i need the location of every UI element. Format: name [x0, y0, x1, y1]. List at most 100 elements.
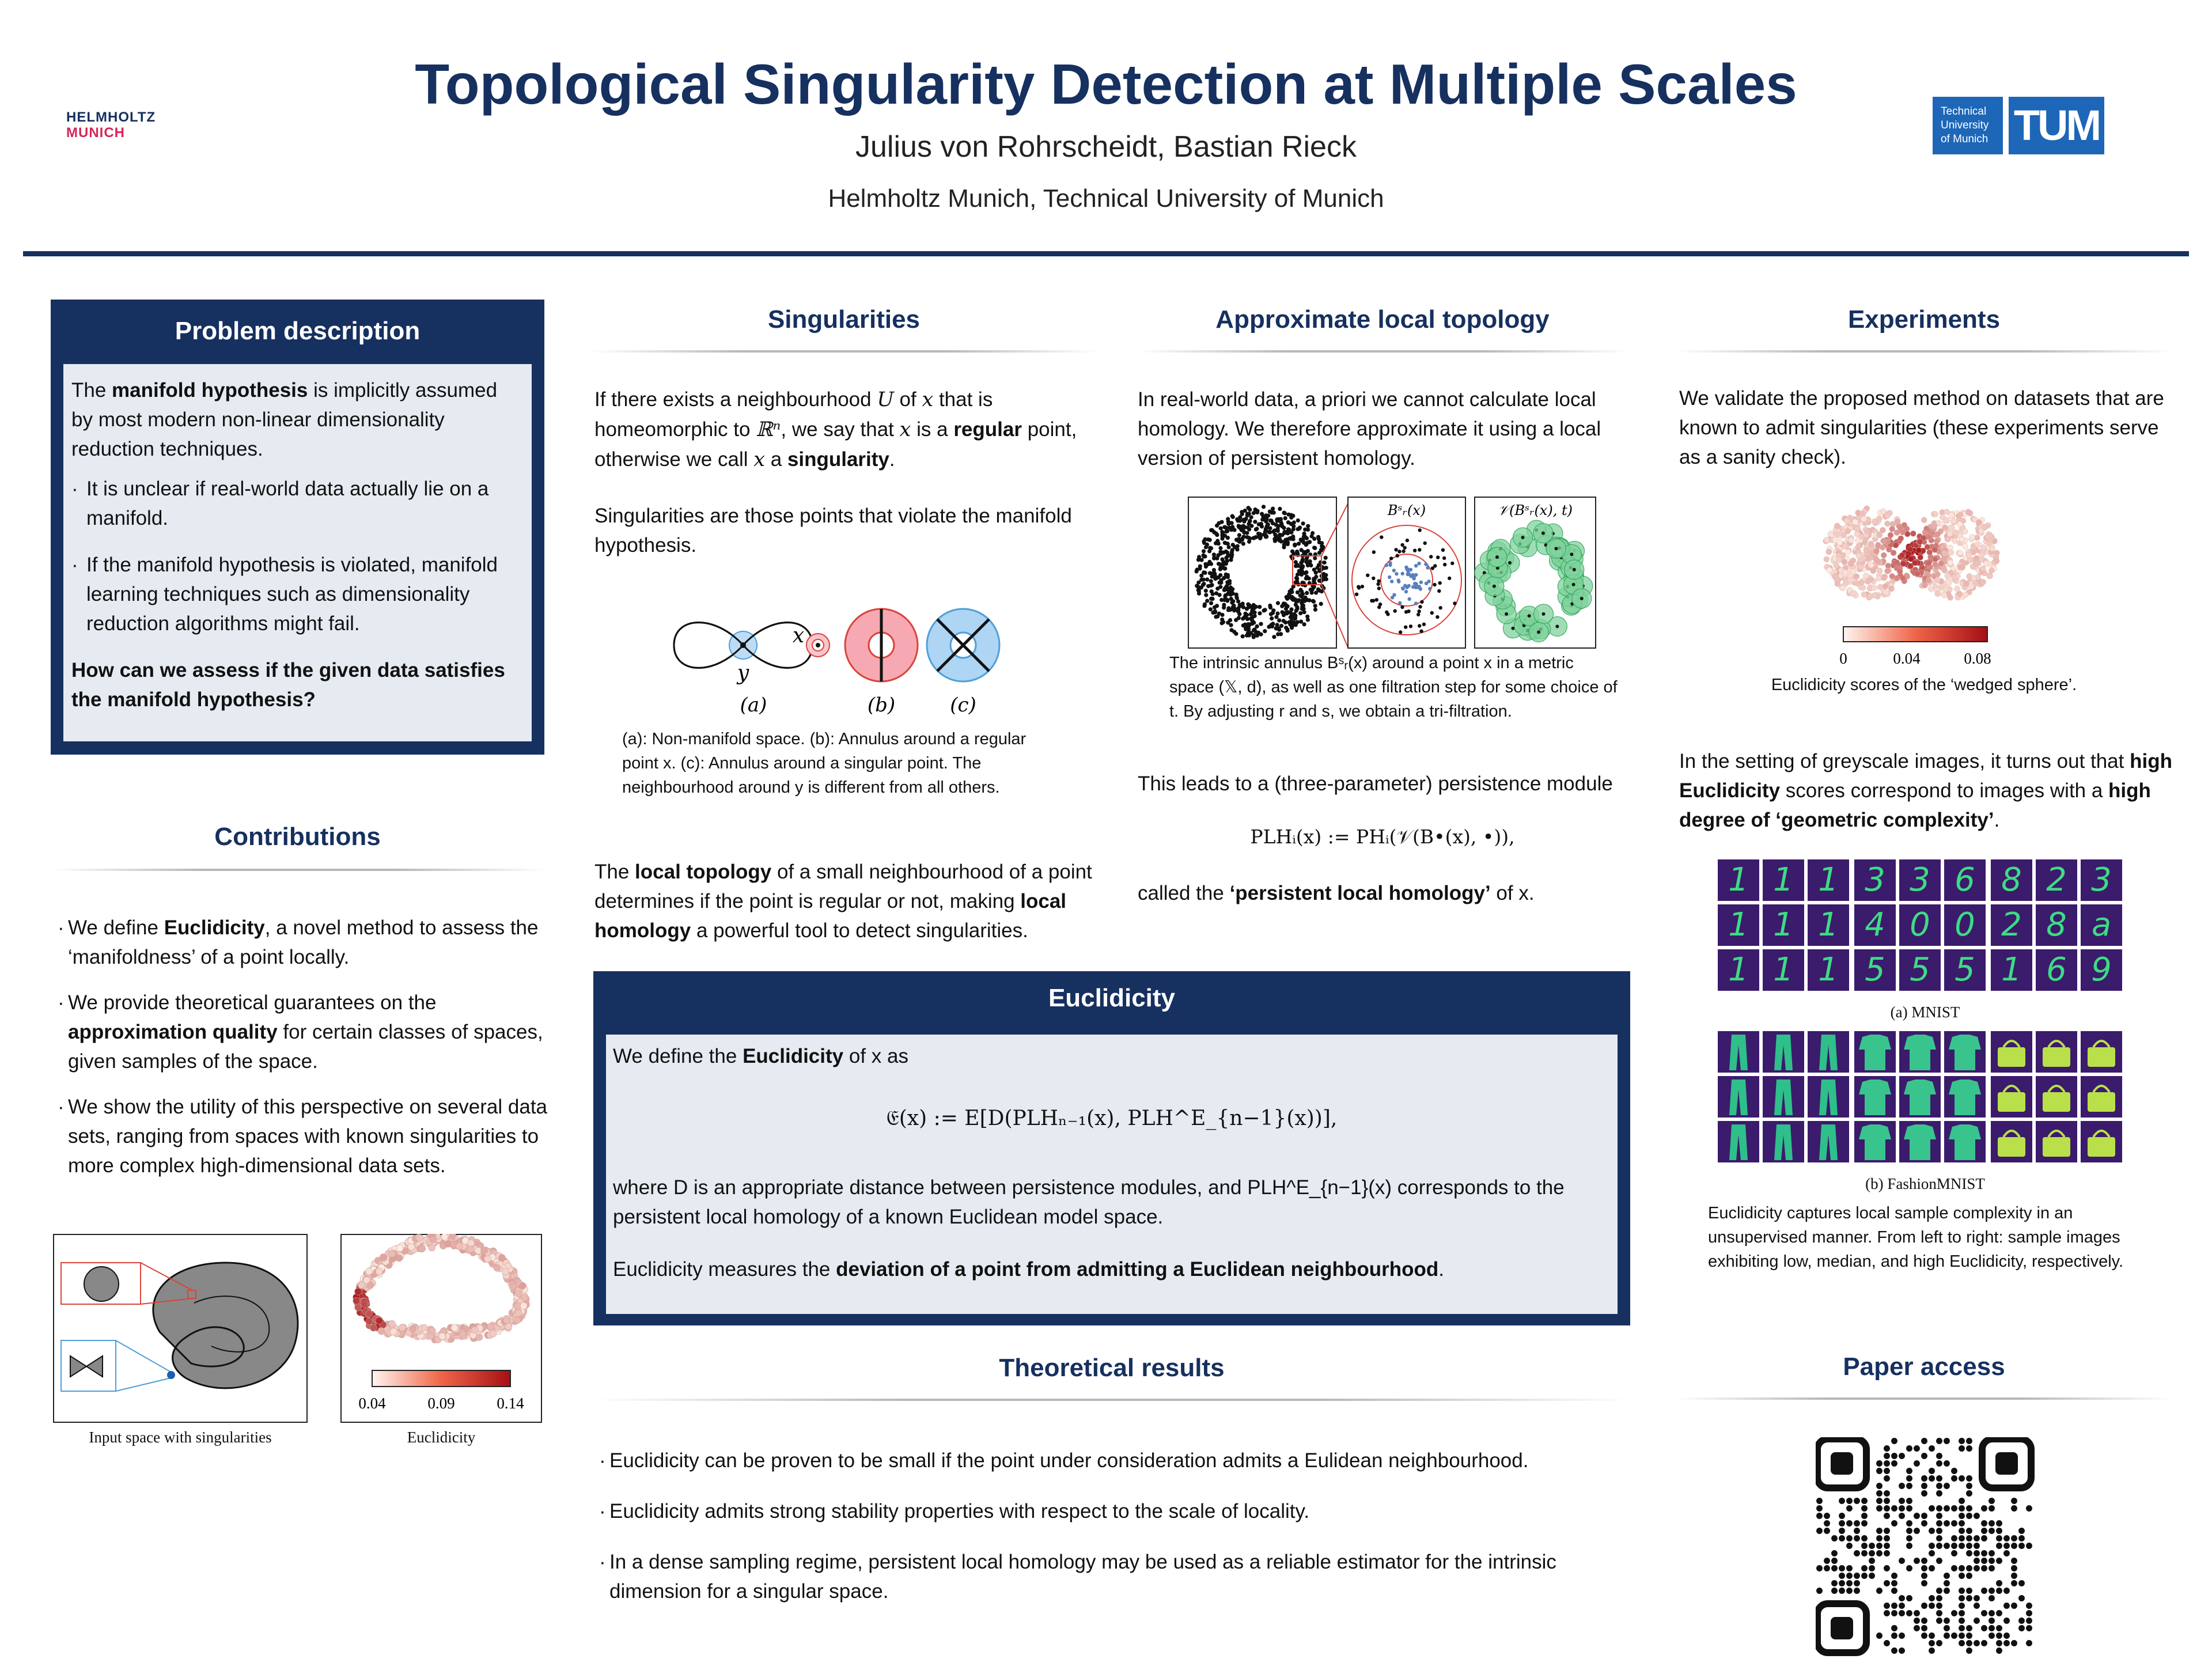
- tum-logo-text-line2: University: [1941, 119, 1989, 131]
- experiments-final-caption: Euclidicity captures local sample comple…: [1708, 1204, 2124, 1271]
- annulus-point-cloud: [1194, 505, 1328, 639]
- fashion-sample: [1808, 1121, 1849, 1162]
- label-a: (a): [740, 694, 767, 717]
- singularity-diagram: y x (a) (b) (c): [673, 608, 1001, 717]
- approx-topology-intro: In real-world data, a priori we cannot c…: [1138, 388, 1601, 469]
- fashion-sample: [1854, 1076, 1896, 1118]
- theory-result-3: In a dense sampling regime, persistent l…: [599, 1547, 1589, 1606]
- euclidicity-definition-intro: We define the Euclidicity of x as: [613, 1045, 908, 1067]
- problem-question: How can we assess if the given data sati…: [71, 659, 505, 711]
- fashion-sample: [1854, 1031, 1896, 1073]
- label-c: (c): [950, 694, 976, 717]
- mnist-sample: 3: [2081, 859, 2122, 901]
- fashion-sample: [1718, 1076, 1759, 1118]
- poster-authors: Julius von Rohrscheidt, Bastian Rieck: [855, 130, 1357, 164]
- euclidicity-figure: 0.04 0.09 0.14: [340, 1234, 542, 1423]
- mnist-sample: 1: [1808, 949, 1849, 991]
- helmholtz-logo-line1: HELMHOLTZ: [66, 109, 156, 125]
- mnist-sample: 1: [1718, 949, 1759, 991]
- wedge-colorbar: [1843, 626, 1988, 642]
- input-space-caption: Input space with singularities: [89, 1429, 272, 1446]
- fashion-sample: [2081, 1121, 2122, 1162]
- euclidicity-colorbar: [372, 1370, 511, 1387]
- label-x: x: [793, 624, 804, 647]
- theory-list: Euclidicity can be proven to be small if…: [599, 1446, 1630, 1606]
- fashion-sample: [1718, 1031, 1759, 1073]
- mnist-sample: 5: [1854, 949, 1896, 991]
- approx-topology-heading: Approximate local topology: [1215, 305, 1550, 334]
- singularities-explanation: Singularities are those points that viol…: [594, 505, 1072, 556]
- mnist-sample: 2: [2036, 859, 2077, 901]
- approx-topology-rule: [1138, 350, 1627, 353]
- mnist-sample: 4: [1854, 904, 1896, 946]
- greyscale-finding: In the setting of greyscale images, it t…: [1679, 750, 2172, 831]
- mnist-sample: 3: [1899, 859, 1941, 901]
- fashion-sample: [1763, 1076, 1804, 1118]
- experiments-heading: Experiments: [1847, 305, 2001, 334]
- fashion-sample: [1944, 1031, 1986, 1073]
- experiments-rule: [1676, 350, 2172, 353]
- theory-rule: [593, 1399, 1630, 1401]
- colorbar-tick-mid: 0.09: [427, 1395, 454, 1412]
- mnist-sample: 1: [1763, 949, 1804, 991]
- euclidicity-panel: Euclidicity We define the Euclidicity of…: [593, 971, 1630, 1325]
- contributions-rule: [51, 869, 544, 871]
- helmholtz-logo-line2: MUNICH: [66, 125, 125, 141]
- plh-formula: PLHᵢ(x) := PHᵢ(𝒱(B•(x), •)),: [1250, 825, 1515, 848]
- fashion-sample: [2036, 1121, 2077, 1162]
- manifold-hypothesis-term: manifold hypothesis: [112, 379, 308, 402]
- colorbar-tick-low: 0.04: [358, 1395, 386, 1412]
- singularities-rule: [590, 350, 1097, 353]
- contributions-list: We define Euclidicity, a novel method to…: [58, 913, 547, 1180]
- fashion-sample: [1991, 1076, 2032, 1118]
- paper-qr-code[interactable]: [1816, 1437, 2035, 1656]
- tum-logo-text: Technical University of Munich: [1933, 97, 2003, 154]
- mnist-sample: 8: [2036, 904, 2077, 946]
- ball-point-cloud: [1354, 528, 1457, 634]
- contributions-heading: Contributions: [214, 823, 381, 851]
- tum-logo-mark: TUM: [2009, 97, 2104, 154]
- mnist-sample: 1: [1808, 904, 1849, 946]
- wedged-sphere-point-cloud: [1823, 505, 2000, 601]
- wedge-colorbar-tick-high: 0.08: [1964, 650, 1991, 667]
- paper-access-heading: Paper access: [1843, 1353, 2005, 1381]
- mnist-sample: 1: [1991, 949, 2032, 991]
- mnist-sample: 0: [1899, 904, 1941, 946]
- singularities-heading: Singularities: [767, 305, 921, 334]
- plh-definition: called the ‘persistent local homology’ o…: [1138, 882, 1535, 904]
- mnist-caption: (a) MNIST: [1890, 1003, 1960, 1021]
- euclidicity-body: We define the Euclidicity of x as 𝔈(x) :…: [606, 1035, 1618, 1314]
- approx-topology-caption: The intrinsic annulus Bˢᵣ(x) around a po…: [1169, 654, 1618, 721]
- label-b: (b): [868, 694, 895, 717]
- problem-intro: The manifold hypothesis is implicitly as…: [71, 379, 498, 460]
- fashion-sample: [1718, 1121, 1759, 1162]
- contribution-2: We provide theoretical guarantees on the…: [58, 988, 547, 1076]
- experiments-intro: We validate the proposed method on datas…: [1679, 387, 2164, 468]
- fashion-sample: [1763, 1031, 1804, 1073]
- contribution-3: We show the utility of this perspective …: [58, 1092, 547, 1180]
- fashion-sample: [2036, 1076, 2077, 1118]
- mnist-sample: 1: [1763, 859, 1804, 901]
- tum-logo-text-line3: of Munich: [1941, 133, 1988, 145]
- fashion-sample: [1899, 1076, 1941, 1118]
- singularities-definition: If there exists a neighbourhood U of x t…: [594, 388, 1077, 471]
- fashion-mnist-caption: (b) FashionMNIST: [1865, 1175, 1985, 1192]
- mnist-sample: 5: [1944, 949, 1986, 991]
- local-topology-text: The local topology of a small neighbourh…: [594, 861, 1092, 942]
- fashion-sample: [1808, 1031, 1849, 1073]
- fashion-sample: [2036, 1031, 2077, 1073]
- fashion-sample: [2081, 1031, 2122, 1073]
- mnist-sample: 5: [1899, 949, 1941, 991]
- fashion-sample: [1899, 1121, 1941, 1162]
- filtration-complex: [1474, 520, 1593, 642]
- euclidicity-heading: Euclidicity: [1048, 984, 1176, 1012]
- mnist-sample: 2: [1991, 904, 2032, 946]
- mnist-sample: 1: [1763, 904, 1804, 946]
- annulus-singular: [926, 608, 1001, 683]
- poster-affiliation: Helmholtz Munich, Technical University o…: [828, 184, 1384, 213]
- euclidicity-formula: 𝔈(x) := E[D(PLHₙ₋₁(x), PLH^E_{n−1}(x))],: [886, 1107, 1338, 1130]
- theory-result-1: Euclidicity can be proven to be small if…: [599, 1446, 1630, 1475]
- euclidicity-point-cloud: [353, 1234, 530, 1343]
- mnist-sample: 0: [1944, 904, 1986, 946]
- problem-bullet-1: It is unclear if real-world data actuall…: [71, 474, 524, 533]
